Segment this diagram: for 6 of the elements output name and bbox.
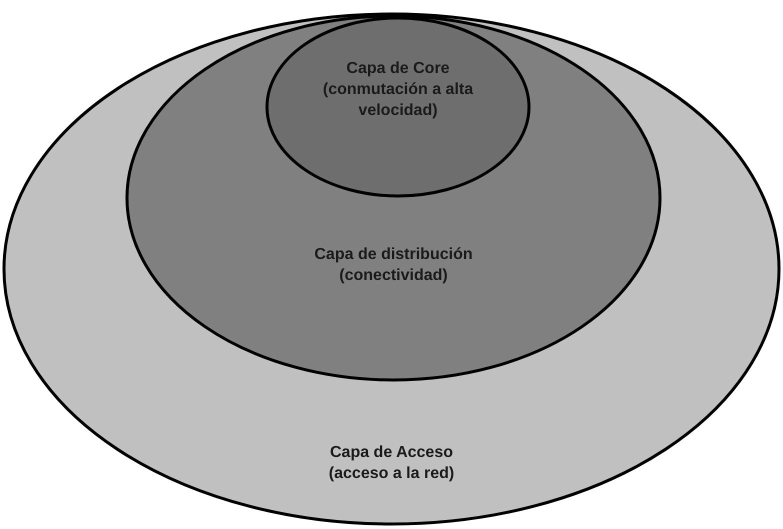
layer-title: Capa de distribución [314, 245, 473, 265]
layer-description: (conmutación a alta velocidad) [322, 80, 474, 121]
layer-title: Capa de Core [346, 59, 450, 79]
layer-description: (acceso a la red) [328, 464, 454, 484]
layer-description: (conectividad) [339, 266, 448, 286]
layer-title: Capa de Acceso [330, 443, 453, 463]
